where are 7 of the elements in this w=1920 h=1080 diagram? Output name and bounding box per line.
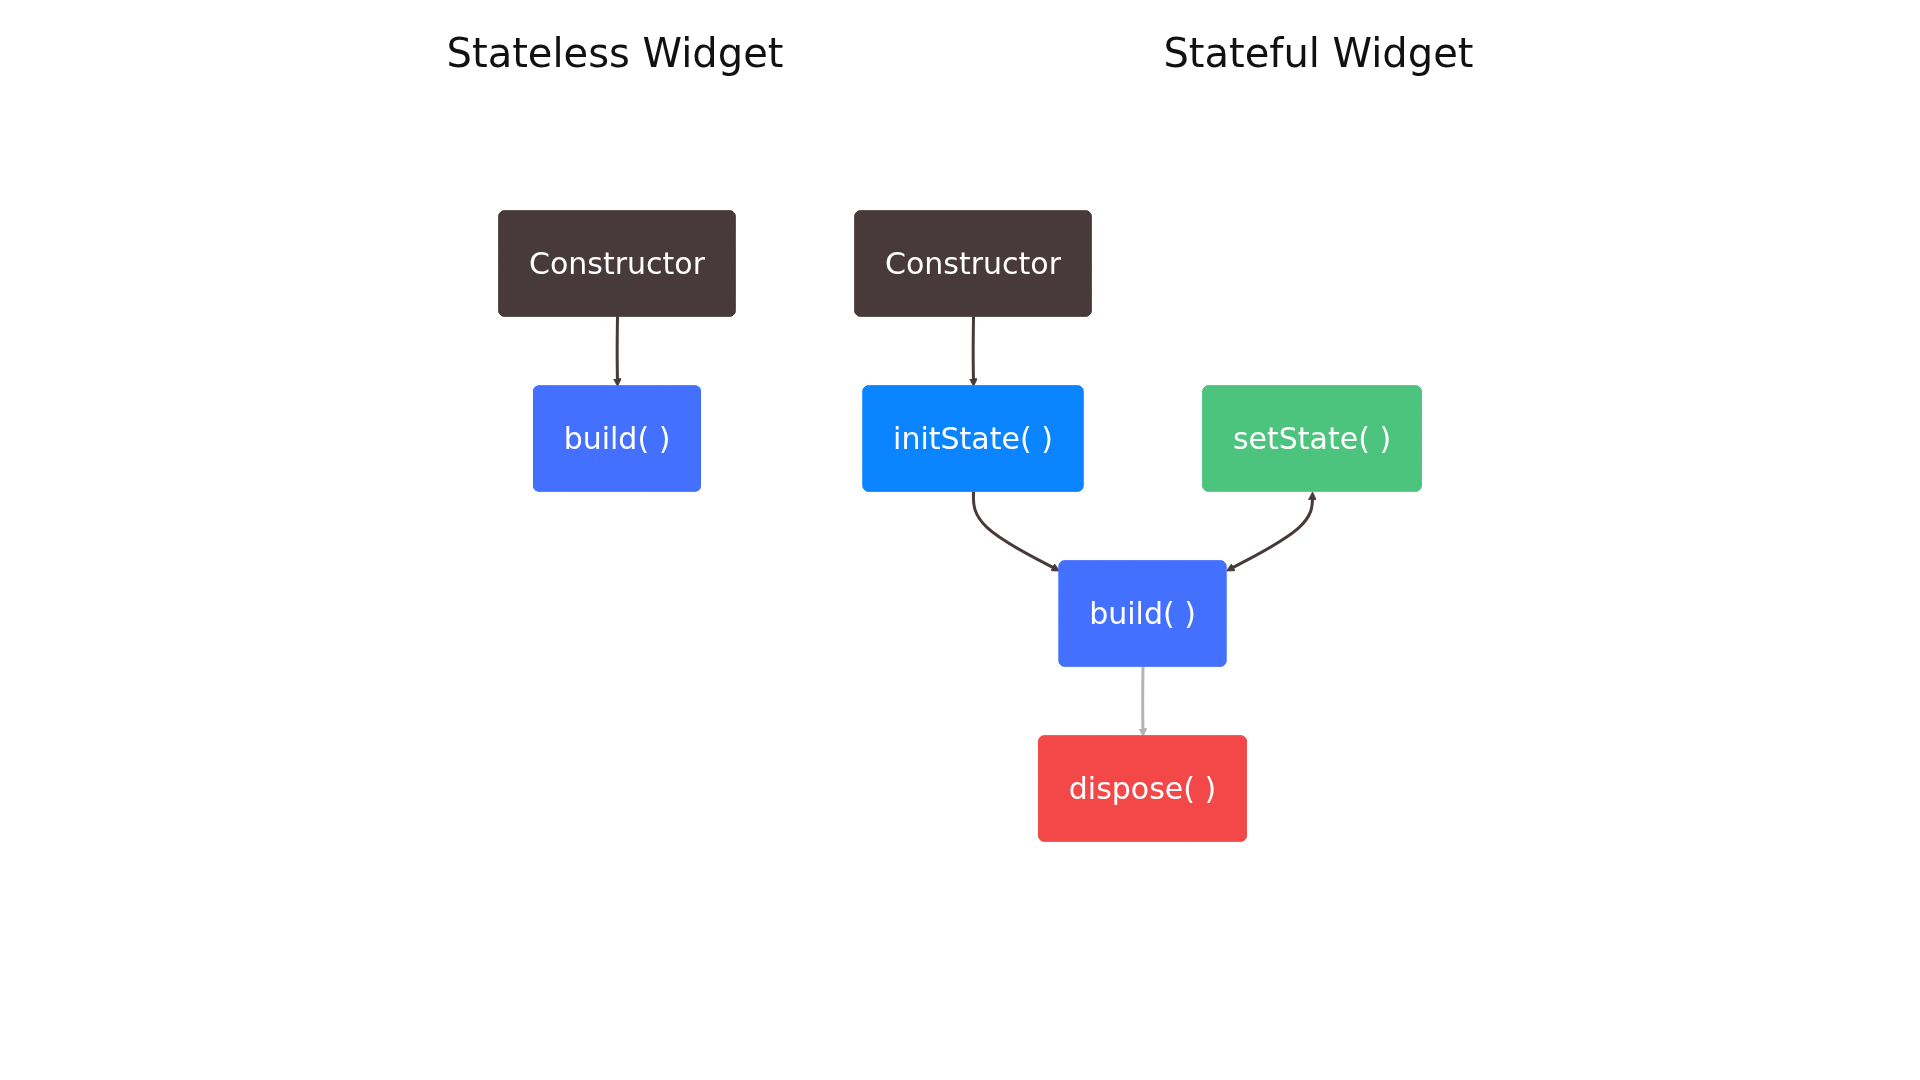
arrow <box>971 491 1060 572</box>
arrow <box>612 316 622 387</box>
column-heading: Stateless Widget <box>446 30 784 76</box>
arrow <box>1225 491 1317 572</box>
arrow <box>1138 666 1148 737</box>
column-heading: Stateful Widget <box>1163 30 1474 76</box>
arrow <box>968 316 978 387</box>
